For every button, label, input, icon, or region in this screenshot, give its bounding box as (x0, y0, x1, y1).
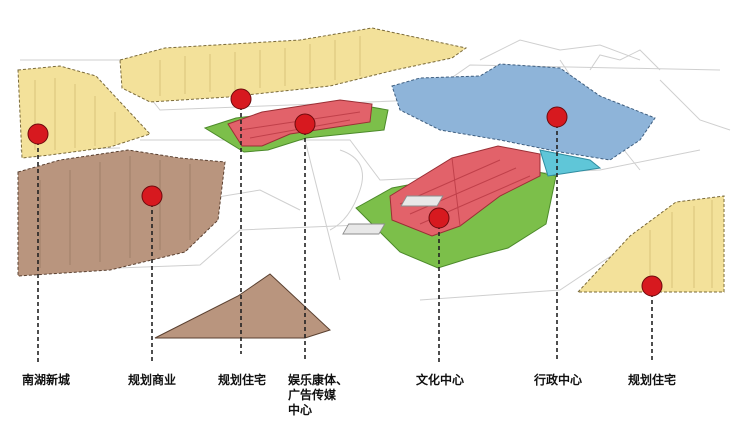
marker-commerce (141, 185, 163, 207)
zone-commerce (17, 149, 226, 277)
label-entertainment-line3: 中心 (288, 403, 313, 417)
residential-left-buildings (34, 78, 116, 150)
marker-culture (428, 207, 450, 229)
label-commerce: 规划商业 (128, 373, 177, 387)
label-administration: 行政中心 (534, 373, 583, 387)
leader-lines (37, 99, 653, 362)
marker-administration (546, 106, 568, 128)
label-entertainment: 娱乐康体、 广告传媒 中心 (288, 373, 350, 418)
culture-building (389, 145, 541, 237)
culture-parking (342, 195, 444, 235)
marker-residential-left (230, 88, 252, 110)
residential-right-buildings (649, 200, 713, 288)
label-residential-left: 规划住宅 (218, 373, 267, 387)
label-residential-right: 规划住宅 (628, 373, 677, 387)
label-culture: 文化中心 (416, 373, 465, 387)
zone-commerce-lower (154, 273, 331, 339)
marker-entertainment (294, 113, 316, 135)
culture-building-detail (399, 157, 531, 227)
label-nanhu: 南湖新城 (22, 373, 71, 387)
marker-residential-right (641, 275, 663, 297)
markers (27, 88, 663, 297)
residential-top-buildings (159, 36, 361, 96)
zone-administration (391, 63, 656, 161)
zone-residential-top (119, 27, 468, 103)
commerce-buildings (39, 156, 191, 268)
zone-residential-right (576, 195, 725, 293)
zone-residential-left (17, 65, 151, 159)
label-entertainment-line2: 广告传媒 (288, 388, 337, 402)
label-entertainment-line1: 娱乐康体、 (288, 373, 349, 387)
culture-water (539, 149, 602, 177)
marker-nanhu (27, 123, 49, 145)
